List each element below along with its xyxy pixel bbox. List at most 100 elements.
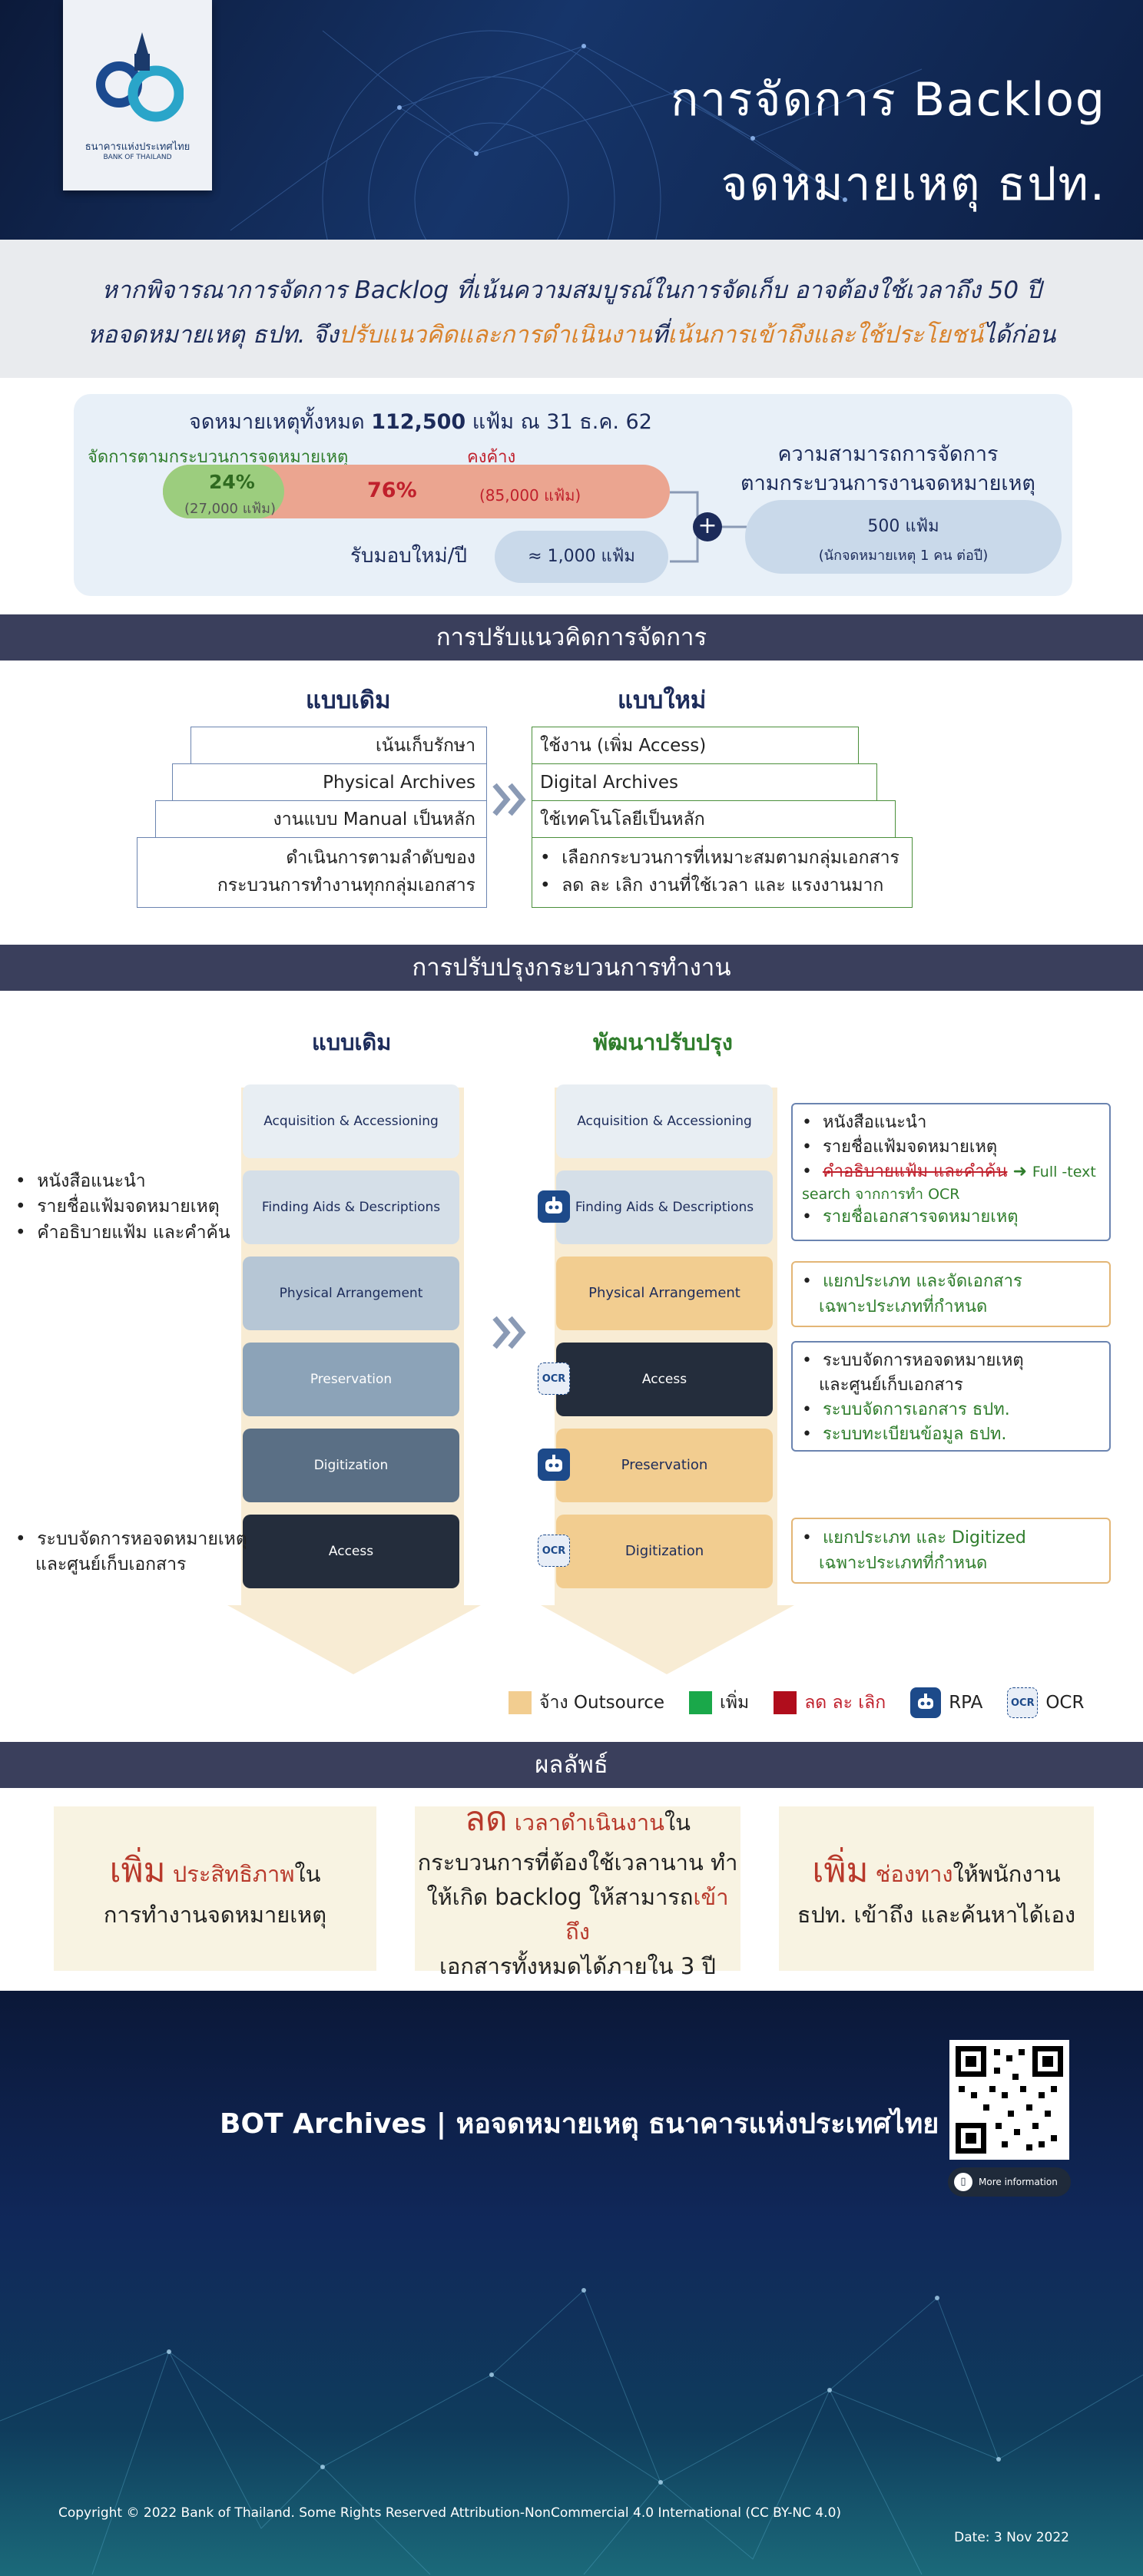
total-suffix: แฟ้ม ณ 31 ธ.ค. 62 <box>472 410 652 434</box>
note-text: ระบบทะเบียนข้อมูล ธปท. <box>822 1424 1007 1444</box>
new-mindset-item: • เลือกกระบวนการที่เหมาะสมตามกลุ่มเอกสาร… <box>532 837 913 908</box>
section-header-mindset: การปรับแนวคิดการจัดการ <box>0 614 1143 661</box>
total-value: 112,500 <box>371 410 466 434</box>
result-text: การทำงานจดหมายเหตุ <box>103 1901 327 1928</box>
ocr-search-text: search จากการทำ OCR <box>802 1185 960 1203</box>
result-line: ลด เวลาดำเนินงานใน <box>415 1793 740 1846</box>
backlog-label: คงค้าง <box>467 448 516 467</box>
result-accent: เข้าถึง <box>565 1884 729 1945</box>
qr-code-icon <box>956 2046 1063 2154</box>
new-finding-aids-note: • หนังสือแนะนำ • รายชื่อแฟ้มจดหมายเหตุ •… <box>791 1103 1111 1241</box>
result-accent: ช่องทาง <box>868 1861 953 1888</box>
capacity-label: ความสามารถการจัดการ ตามกระบวนการงานจดหมา… <box>719 440 1057 498</box>
result-accent: ประสิทธิภาพ <box>165 1861 295 1888</box>
intro-banner: หากพิจารณาการจัดการ Backlog ที่เน้นความส… <box>0 240 1143 378</box>
section-header-process: การปรับปรุงกระบวนการทำงาน <box>0 945 1143 991</box>
result-emphasis: ลด <box>465 1800 508 1839</box>
legend-rpa-label: RPA <box>949 1693 983 1713</box>
result-text: ธปท. เข้าถึง และค้นหาได้เอง <box>797 1901 1076 1928</box>
more-info-button[interactable]: ▯ More information <box>948 2167 1071 2197</box>
note-text: เฉพาะประเภทที่กำหนด <box>819 1554 988 1573</box>
note-text: และศูนย์เก็บเอกสาร <box>819 1375 963 1395</box>
network-background <box>230 30 923 240</box>
ocr-icon: OCR <box>538 1362 570 1395</box>
note-item: • แยกประเภท และ Digitized <box>802 1528 1026 1548</box>
legend-outsource-swatch <box>509 1691 532 1714</box>
note-text: รายชื่อแฟ้มจดหมายเหตุ <box>37 1197 220 1217</box>
new-step-preservation: Preservation <box>556 1429 773 1502</box>
intro-text: ได้ก่อน <box>982 321 1056 349</box>
process-old-heading: แบบเดิม <box>312 1029 392 1055</box>
note-text: รายชื่อเอกสารจดหมายเหตุ <box>822 1207 1019 1227</box>
mindset-new-heading: แบบใหม่ <box>618 687 707 714</box>
note-item: • ระบบจัดการเอกสาร ธปท. <box>802 1399 1010 1419</box>
intro-line2: หอจดหมายเหตุ ธปท. จึงปรับแนวคิดและการดำเ… <box>0 315 1143 353</box>
old-mindset-line: กระบวนการทำงานทุกกลุ่มเอกสาร <box>217 876 475 896</box>
result-text: เอกสารทั้งหมดได้ภายใน 3 ปี <box>439 1953 716 1980</box>
processed-percent: 24% <box>209 471 255 493</box>
intro-line1: หากพิจารณาการจัดการ Backlog ที่เน้นความส… <box>101 276 1042 304</box>
note-item: • ระบบทะเบียนข้อมูล ธปท. <box>802 1424 1007 1444</box>
old-mindset-item: Physical Archives <box>172 763 487 802</box>
mindset-old-heading: แบบเดิม <box>306 687 391 714</box>
new-mindset-line: • เลือกกระบวนการที่เหมาะสมตามกลุ่มเอกสาร <box>540 848 899 869</box>
old-mindset-line: ดำเนินการตามลำดับของ <box>286 848 475 869</box>
backlog-count: (85,000 แฟ้ม) <box>479 486 581 505</box>
new-mindset-line: • ลด ละ เลิก งานที่ใช้เวลา และ แรงงานมาก <box>540 876 884 896</box>
processed-count: (27,000 แฟ้ม) <box>184 501 276 517</box>
legend-reduce-swatch <box>774 1691 797 1714</box>
intake-label: รับมอบใหม่/ปี <box>350 545 467 568</box>
logo-text: ธนาคารแห่งประเทศไทย <box>84 141 190 153</box>
qr-code[interactable] <box>949 2040 1069 2160</box>
backlog-percent: 76% <box>367 478 417 502</box>
old-step-physical: Physical Arrangement <box>243 1257 459 1330</box>
note-text: ระบบจัดการหอจดหมายเหตุ <box>822 1351 1024 1370</box>
logo-80-icon <box>96 32 184 122</box>
result-text: ใน <box>294 1861 321 1888</box>
new-step-access: Access <box>556 1343 773 1416</box>
result-text: ให้เกิด backlog ให้สามารถ <box>426 1884 694 1911</box>
intro-highlight: เน้นการเข้าถึงและใช้ประโยชน์ <box>668 321 983 349</box>
note-item: • ระบบจัดการหอจดหมายเหตุ <box>802 1351 1024 1370</box>
new-mindset-item: ใช้งาน (เพิ่ม Access) <box>532 727 859 765</box>
new-access-note: • ระบบจัดการหอจดหมายเหตุ และศูนย์เก็บเอก… <box>791 1341 1111 1452</box>
note-item: • คำอธิบายแฟ้ม และคำค้น ➜ Full -text <box>802 1161 1096 1181</box>
new-step-acquisition: Acquisition & Accessioning <box>556 1084 773 1158</box>
old-step-digitization: Digitization <box>243 1429 459 1502</box>
note-item: • รายชื่อเอกสารจดหมายเหตุ <box>802 1207 1019 1227</box>
rpa-robot-icon <box>538 1449 570 1481</box>
old-mindset-item: ดำเนินการตามลำดับของ กระบวนการทำงานทุกกล… <box>137 837 487 908</box>
result-line: เพิ่ม ช่องทางให้พนักงาน <box>779 1845 1094 1897</box>
section-header-results: ผลลัพธ์ <box>0 1742 1143 1788</box>
old-step-acquisition: Acquisition & Accessioning <box>243 1084 459 1158</box>
note-item: • รายชื่อแฟ้มจดหมายเหตุ <box>802 1137 998 1157</box>
note-item: • หนังสือแนะนำ <box>802 1113 927 1132</box>
intro-text: ที่ <box>651 321 668 349</box>
note-item: • แยกประเภท และจัดเอกสาร <box>802 1272 1022 1291</box>
note-text: หนังสือแนะนำ <box>822 1113 927 1132</box>
legend-add-swatch <box>689 1691 713 1714</box>
process-new-heading: พัฒนาปรับปรุง <box>593 1029 733 1055</box>
capacity-label-line1: ความสามารถการจัดการ <box>777 442 999 466</box>
result-line: ให้เกิด backlog ให้สามารถเข้าถึง <box>415 1880 740 1949</box>
note-text: หนังสือแนะนำ <box>37 1171 146 1191</box>
rpa-robot-icon <box>538 1190 570 1223</box>
result-emphasis: เพิ่ม <box>812 1851 869 1891</box>
phone-icon: ▯ <box>954 2173 972 2191</box>
total-files-label: จดหมายเหตุทั้งหมด 112,500 แฟ้ม ณ 31 ธ.ค.… <box>189 405 652 438</box>
note-item: • ระบบจัดการหอจดหมายเหตุ <box>15 1529 247 1549</box>
note-text: ระบบจัดการหอจดหมายเหตุ <box>37 1529 247 1549</box>
new-step-physical: Physical Arrangement <box>556 1257 773 1330</box>
legend-add-label: เพิ่ม <box>720 1693 750 1713</box>
result-text: ใน <box>664 1809 691 1836</box>
arrow-right-icon: ➜ <box>1012 1161 1027 1181</box>
result-line: เพิ่ม ประสิทธิภาพใน <box>54 1845 376 1897</box>
note-text: คำอธิบายแฟ้ม และคำค้น <box>37 1222 230 1243</box>
capacity-value: 500 แฟ้ม <box>867 517 939 536</box>
intro-highlight: ปรับแนวคิดและการดำเนินงาน <box>338 321 652 349</box>
note-item: • คำอธิบายแฟ้ม และคำค้น <box>15 1222 230 1243</box>
note-text: และศูนย์เก็บเอกสาร <box>35 1555 187 1575</box>
new-mindset-item: Digital Archives <box>532 763 877 802</box>
note-item: • หนังสือแนะนำ <box>15 1171 146 1191</box>
old-access-note: • ระบบจัดการหอจดหมายเหตุ และศูนย์เก็บเอก… <box>15 1527 247 1578</box>
